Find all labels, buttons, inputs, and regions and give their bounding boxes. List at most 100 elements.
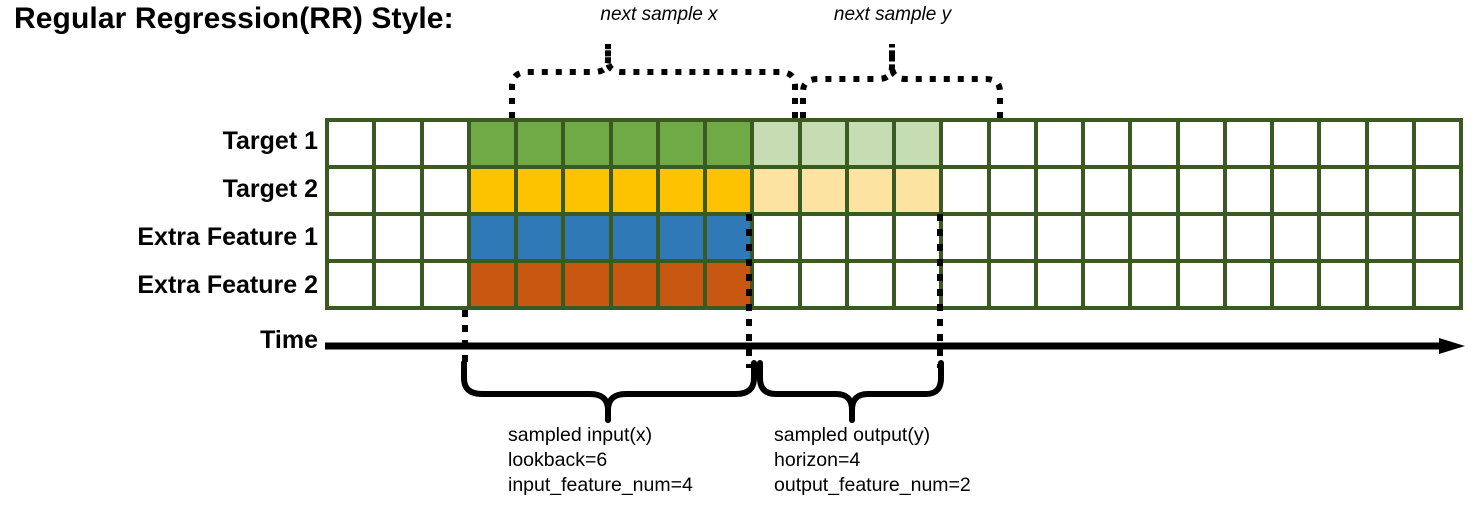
grid-cell-r1-c14: [990, 169, 1034, 212]
grid-cell-r0-c8: [707, 122, 751, 165]
caption-input-line3: input_feature_num=4: [508, 474, 693, 496]
grid-cell-r0-c12: [896, 122, 940, 165]
grid-cell-r2-c15: [1037, 216, 1081, 259]
grid-cell-r2-c1: [376, 216, 420, 259]
grid-cell-r1-c6: [612, 169, 656, 212]
grid-cell-r2-c20: [1274, 216, 1318, 259]
grid-cell-r1-c11: [848, 169, 892, 212]
grid-cell-r1-c17: [1132, 169, 1176, 212]
grid-cell-r2-c5: [565, 216, 609, 259]
grid-cell-r0-c18: [1179, 122, 1223, 165]
grid-cell-r1-c1: [376, 169, 420, 212]
grid-cell-r0-c0: [329, 122, 373, 165]
grid-cell-r3-c11: [848, 263, 892, 306]
grid-cell-r2-c11: [848, 216, 892, 259]
grid-cell-r2-c17: [1132, 216, 1176, 259]
grid-cell-r3-c2: [423, 263, 467, 306]
grid-cell-r0-c22: [1368, 122, 1412, 165]
grid-cell-r0-c21: [1321, 122, 1365, 165]
grid-cell-r2-c6: [612, 216, 656, 259]
grid-cell-r3-c20: [1274, 263, 1318, 306]
grid-cell-r1-c4: [518, 169, 562, 212]
grid-cell-r2-c12: [896, 216, 940, 259]
grid-cell-r2-c2: [423, 216, 467, 259]
grid-cell-r1-c23: [1415, 169, 1459, 212]
grid-cell-r0-c16: [1085, 122, 1129, 165]
grid-cell-r3-c22: [1368, 263, 1412, 306]
grid-cell-r0-c5: [565, 122, 609, 165]
grid-cell-r2-c0: [329, 216, 373, 259]
grid-cell-r3-c16: [1085, 263, 1129, 306]
row-label-extra-feature-2: Extra Feature 2: [137, 271, 318, 299]
grid-cell-r0-c10: [801, 122, 845, 165]
grid-cell-r1-c10: [801, 169, 845, 212]
grid-cell-r0-c15: [1037, 122, 1081, 165]
grid-cell-r3-c14: [990, 263, 1034, 306]
grid-cell-r2-c19: [1226, 216, 1270, 259]
grid-cell-r0-c17: [1132, 122, 1176, 165]
grid-cell-r2-c16: [1085, 216, 1129, 259]
grid-cell-r3-c15: [1037, 263, 1081, 306]
grid-cell-r1-c2: [423, 169, 467, 212]
grid-cell-r3-c19: [1226, 263, 1270, 306]
caption-output-line1: sampled output(y): [774, 424, 931, 446]
grid-cell-r0-c23: [1415, 122, 1459, 165]
grid-cell-r2-c9: [754, 216, 798, 259]
grid-cell-r3-c4: [518, 263, 562, 306]
grid-cell-r2-c14: [990, 216, 1034, 259]
grid-cell-r0-c3: [470, 122, 514, 165]
grid-cell-r3-c1: [376, 263, 420, 306]
row-label-target-2: Target 2: [222, 175, 318, 203]
grid-cell-r0-c13: [943, 122, 987, 165]
grid-cell-r2-c10: [801, 216, 845, 259]
grid-cell-r3-c7: [659, 263, 703, 306]
grid-cell-r0-c7: [659, 122, 703, 165]
grid-cell-r3-c21: [1321, 263, 1365, 306]
grid-cell-r0-c14: [990, 122, 1034, 165]
grid-cell-r0-c11: [848, 122, 892, 165]
annotation-next-sample-y: next sample y: [833, 4, 952, 25]
grid-cell-r1-c21: [1321, 169, 1365, 212]
grid-cell-r2-c22: [1368, 216, 1412, 259]
caption-sampled-output: sampled output(y) horizon=4 output_featu…: [774, 423, 971, 498]
caption-output-line3: output_feature_num=2: [774, 474, 971, 496]
top-brace-next-sample-x: [509, 44, 798, 118]
timeseries-grid: [325, 118, 1463, 310]
caption-input-line2: lookback=6: [508, 449, 608, 471]
grid-cell-r0-c19: [1226, 122, 1270, 165]
grid-cell-r3-c6: [612, 263, 656, 306]
grid-cell-r0-c9: [754, 122, 798, 165]
grid-cell-r1-c9: [754, 169, 798, 212]
grid-cell-r2-c3: [470, 216, 514, 259]
grid-cell-r1-c18: [1179, 169, 1223, 212]
caption-output-line2: horizon=4: [774, 449, 861, 471]
grid-cell-r3-c8: [707, 263, 751, 306]
grid-cell-r0-c6: [612, 122, 656, 165]
row-label-target-1: Target 1: [222, 127, 318, 155]
grid-cell-r2-c8: [707, 216, 751, 259]
grid-cell-r2-c7: [659, 216, 703, 259]
grid-cell-r2-c23: [1415, 216, 1459, 259]
grid-cell-r3-c0: [329, 263, 373, 306]
bottom-brace-sampled-input: [461, 360, 757, 423]
grid-cell-r3-c5: [565, 263, 609, 306]
grid-cell-r1-c12: [896, 169, 940, 212]
grid-cell-r0-c1: [376, 122, 420, 165]
grid-cell-r2-c4: [518, 216, 562, 259]
grid-cell-r2-c18: [1179, 216, 1223, 259]
grid-cell-r1-c8: [707, 169, 751, 212]
grid-cell-r3-c17: [1132, 263, 1176, 306]
grid-cell-r1-c3: [470, 169, 514, 212]
grid-cell-r1-c15: [1037, 169, 1081, 212]
grid-cell-r3-c12: [896, 263, 940, 306]
caption-input-line1: sampled input(x): [508, 424, 653, 446]
page-title: Regular Regression(RR) Style:: [14, 2, 454, 35]
bottom-brace-sampled-output: [757, 360, 944, 423]
grid-cell-r1-c7: [659, 169, 703, 212]
grid-cell-r1-c0: [329, 169, 373, 212]
caption-sampled-input: sampled input(x) lookback=6 input_featur…: [508, 423, 693, 498]
grid-cell-r2-c21: [1321, 216, 1365, 259]
row-label-extra-feature-1: Extra Feature 1: [137, 223, 318, 251]
grid-cell-r2-c13: [943, 216, 987, 259]
grid-cell-r3-c13: [943, 263, 987, 306]
